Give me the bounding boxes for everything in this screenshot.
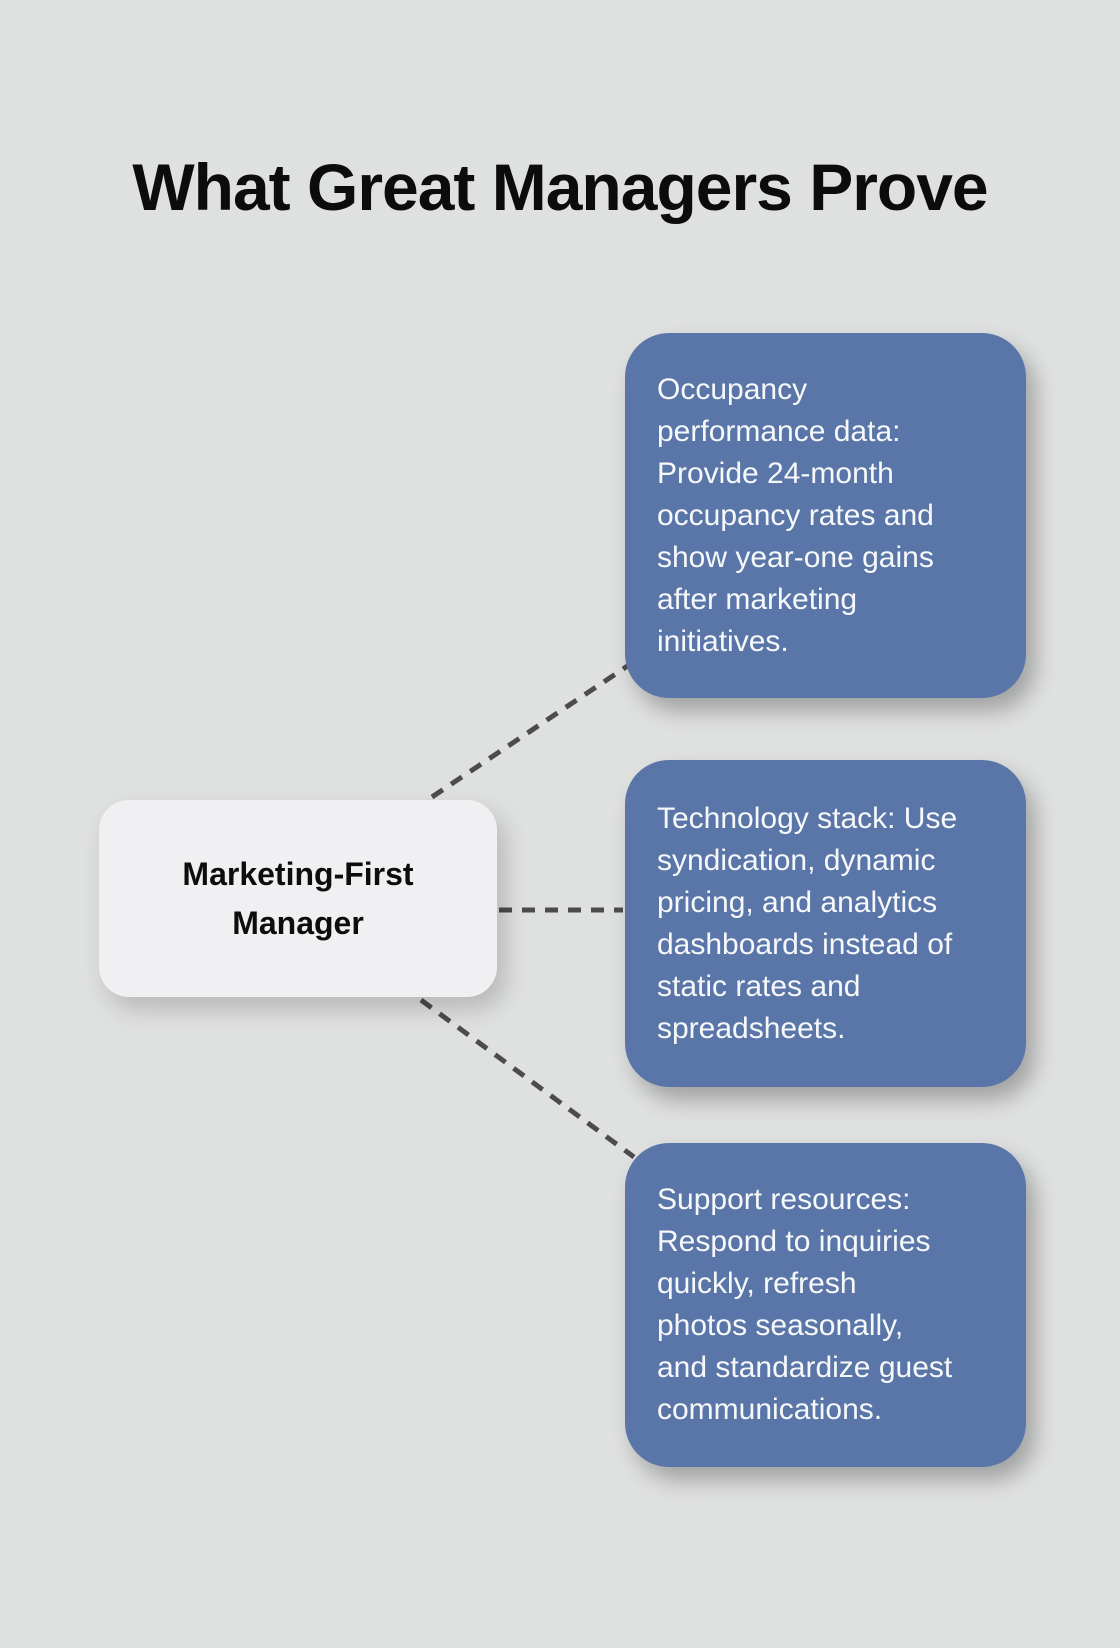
branch-node-occupancy-data: Occupancy performance data: Provide 24-m… [625, 333, 1026, 698]
page-title: What Great Managers Prove [132, 150, 988, 225]
center-node: Marketing-First Manager [99, 800, 497, 997]
connector-line-top [430, 662, 631, 800]
connector-line-bottom [419, 997, 636, 1160]
branch-text: Support resources: Respond to inquiries … [657, 1183, 953, 1426]
branch-node-support-resources: Support resources: Respond to inquiries … [625, 1143, 1026, 1467]
branch-text: Occupancy performance data: Provide 24-m… [657, 372, 934, 658]
branch-node-technology-stack: Technology stack: Use syndication, dynam… [625, 760, 1026, 1087]
center-node-label: Marketing-First Manager [182, 855, 414, 941]
branch-text: Technology stack: Use syndication, dynam… [657, 801, 958, 1045]
